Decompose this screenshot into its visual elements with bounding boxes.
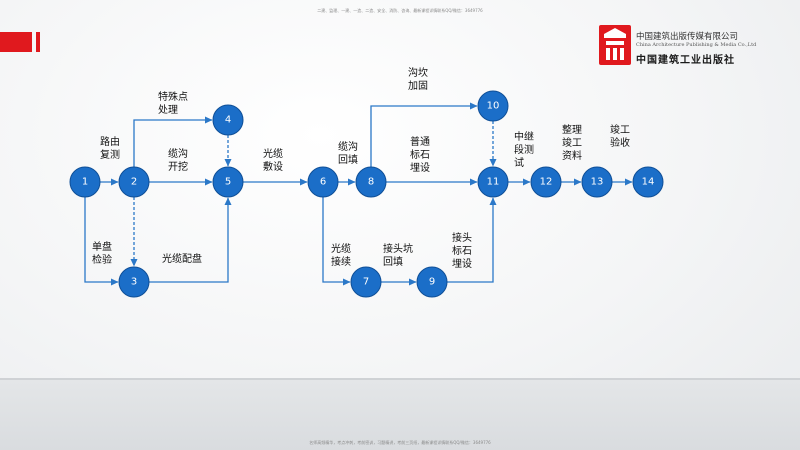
- red-accent-stripe: [36, 32, 40, 52]
- node-label-4: 4: [225, 115, 231, 126]
- node-circle-2: [118, 166, 150, 198]
- activity-label-6-8: 缆沟回填: [338, 140, 358, 166]
- publisher-name-cn: 中国建筑出版传媒有限公司: [636, 32, 739, 42]
- activity-arrow-2-4: [133, 116, 213, 167]
- activity-arrow-6-7: [322, 197, 351, 286]
- floor: [0, 380, 800, 450]
- header-note: 二建、监理、一建、一造、二造、安全、消防、咨询、最新课程详情联系QQ/微信：36…: [317, 8, 483, 13]
- node-circle-3: [118, 266, 150, 298]
- footer-note: 名师高频精华，考点冲刺，考前密训，习题精讲，考前三页纸，最新课程详情联系QQ/微…: [309, 440, 491, 445]
- activity-label-8-10: 沟坎加固: [408, 66, 428, 92]
- node-label-9: 9: [429, 277, 435, 288]
- node-label-8: 8: [368, 177, 374, 188]
- activity-arrow-8-10: [370, 102, 478, 167]
- activity-label-9-11: 接头标石埋设: [452, 231, 472, 270]
- node-circle-8: [355, 166, 387, 198]
- node-label-10: 10: [487, 101, 500, 112]
- activity-label-13-14: 竣工验收: [610, 123, 630, 149]
- node-circle-11: [477, 166, 509, 198]
- activity-arrow-3-5: [149, 197, 232, 283]
- node-circle-6: [307, 166, 339, 198]
- node-circle-1: [69, 166, 101, 198]
- red-accent-bar: [0, 32, 32, 52]
- node-label-7: 7: [363, 277, 369, 288]
- publisher-logo-icon: [599, 25, 631, 65]
- activity-label-2-5: 缆沟开挖: [168, 147, 188, 173]
- publisher-name-en: China Architecture Publishing & Media Co…: [636, 42, 757, 48]
- node-label-5: 5: [225, 177, 231, 188]
- activity-arrow-9-11: [447, 197, 497, 283]
- node-label-13: 13: [591, 177, 604, 188]
- activity-label-7-9: 接头坑回填: [383, 242, 413, 268]
- node-label-14: 14: [642, 177, 655, 188]
- node-circle-5: [212, 166, 244, 198]
- activity-label-8-11: 普通标石埋设: [410, 135, 430, 174]
- activity-label-2-4: 特殊点处理: [158, 90, 188, 116]
- node-circle-7: [350, 266, 382, 298]
- node-circle-9: [416, 266, 448, 298]
- node-label-3: 3: [131, 277, 137, 288]
- activity-label-3-5: 光缆配盘: [162, 252, 202, 265]
- node-label-11: 11: [487, 177, 500, 188]
- activity-label-12-13: 整理竣工资料: [562, 123, 582, 162]
- activity-label-1-2: 路由复测: [100, 135, 120, 161]
- node-circle-4: [212, 104, 244, 136]
- activity-label-11-12: 中继段测试: [514, 130, 534, 169]
- node-circle-14: [632, 166, 664, 198]
- activity-label-5-6: 光缆敷设: [263, 147, 283, 173]
- node-label-6: 6: [320, 177, 326, 188]
- node-circle-12: [530, 166, 562, 198]
- node-label-12: 12: [540, 177, 553, 188]
- node-label-1: 1: [82, 177, 88, 188]
- floor-edge: [0, 378, 800, 381]
- activity-label-6-7: 光缆接续: [331, 242, 351, 268]
- publisher-brand: 中国建筑工业出版社: [636, 55, 735, 66]
- activity-arrow-1-3: [84, 197, 119, 286]
- node-label-2: 2: [131, 177, 137, 188]
- node-circle-10: [477, 90, 509, 122]
- activity-label-1-3: 单盘检验: [92, 240, 112, 266]
- node-circle-13: [581, 166, 613, 198]
